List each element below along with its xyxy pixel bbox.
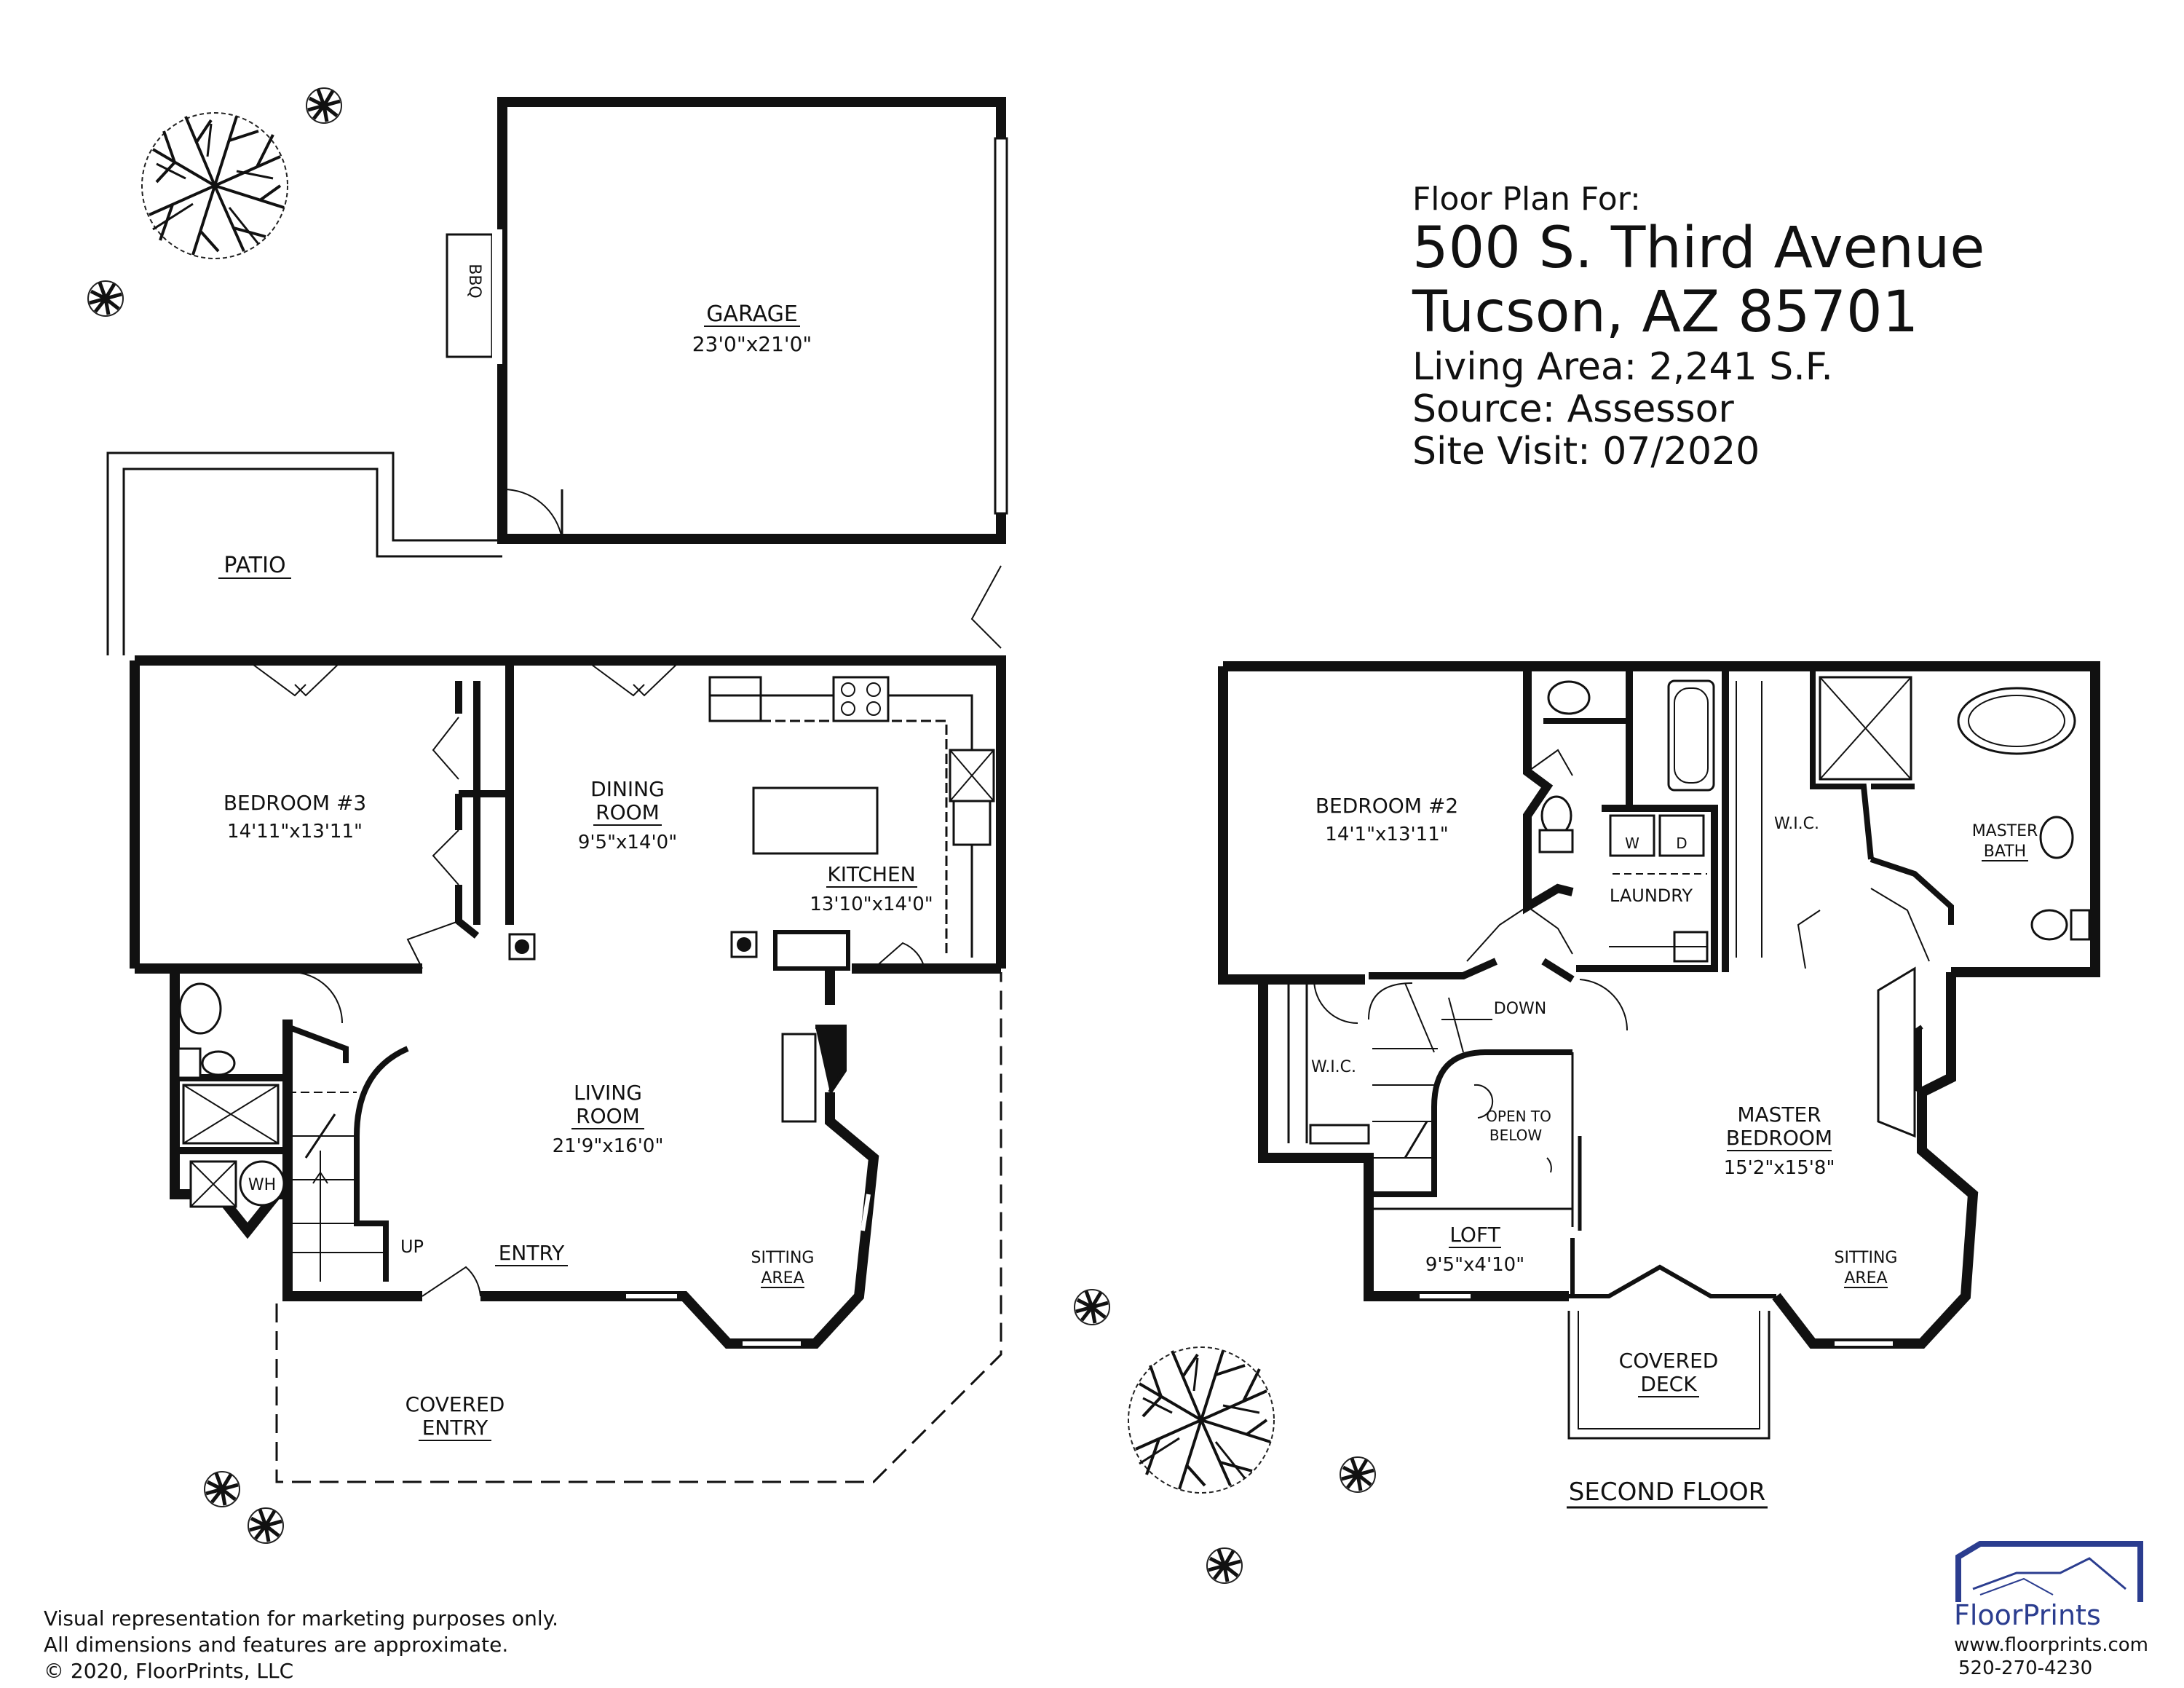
shrub-icon bbox=[205, 1472, 240, 1507]
bbq-label: BBQ bbox=[465, 264, 483, 299]
sitting-area-label-1: SITTING bbox=[751, 1249, 815, 1267]
living-label-2: ROOM bbox=[576, 1104, 640, 1128]
washer-label: W bbox=[1625, 835, 1639, 852]
disclaimer-line-2: All dimensions and features are approxim… bbox=[44, 1633, 509, 1657]
master-bedroom-label-2: BEDROOM bbox=[1726, 1126, 1832, 1150]
second-floor-label: SECOND FLOOR bbox=[1569, 1478, 1765, 1507]
garage-dims: 23'0"x21'0" bbox=[692, 332, 812, 356]
second-floor: BEDROOM #2 14'1"x13'11" W D LAUNDRY W.I.… bbox=[1218, 661, 2100, 1509]
brand-name: FloorPrints bbox=[1954, 1599, 2101, 1631]
header-intro: Floor Plan For: bbox=[1412, 181, 1641, 218]
covered-entry-label-1: COVERED bbox=[405, 1392, 505, 1416]
dryer-label: D bbox=[1676, 835, 1687, 852]
loft-label: LOFT bbox=[1449, 1223, 1500, 1247]
dining-label-1: DINING bbox=[590, 777, 665, 801]
tree-icon bbox=[1127, 1346, 1275, 1494]
open-below-label-2: BELOW bbox=[1489, 1127, 1543, 1144]
dining-dims: 9'5"x14'0" bbox=[578, 832, 677, 853]
covered-entry-label-2: ENTRY bbox=[422, 1416, 488, 1440]
second-floor-walls bbox=[1218, 661, 2100, 1349]
living-label-1: LIVING bbox=[574, 1081, 642, 1105]
laundry-label: LAUNDRY bbox=[1610, 886, 1693, 906]
sitting-area-label-2: AREA bbox=[761, 1269, 804, 1287]
address-line-1: 500 S. Third Avenue bbox=[1412, 216, 1985, 281]
shrub-icon bbox=[88, 281, 123, 316]
shrub-icon bbox=[248, 1508, 283, 1543]
patio-label: PATIO bbox=[223, 553, 285, 578]
garage bbox=[446, 97, 1008, 544]
wic-left-label: W.I.C. bbox=[1311, 1058, 1356, 1076]
entry-label: ENTRY bbox=[499, 1241, 565, 1265]
covered-deck-outline bbox=[1567, 1311, 1770, 1440]
bedroom2-label: BEDROOM #2 bbox=[1315, 794, 1458, 818]
garage-label: GARAGE bbox=[706, 301, 798, 327]
living-area: Living Area: 2,241 S.F. bbox=[1412, 345, 1833, 389]
living-dims: 21'9"x16'0" bbox=[553, 1135, 664, 1157]
covered-entry-outline bbox=[275, 972, 1002, 1483]
first-floor-walls bbox=[130, 655, 1006, 1349]
copyright: © 2020, FloorPrints, LLC bbox=[44, 1659, 294, 1683]
brand-phone: 520-270-4230 bbox=[1958, 1657, 2093, 1679]
bbq-grill bbox=[446, 233, 494, 358]
loft-dims: 9'5"x4'10" bbox=[1425, 1254, 1524, 1276]
stair-down-label: DOWN bbox=[1494, 1000, 1546, 1018]
house-logo-icon bbox=[1955, 1541, 2143, 1602]
master-bedroom-label-1: MASTER bbox=[1737, 1103, 1821, 1127]
kitchen-label: KITCHEN bbox=[827, 862, 915, 886]
kitchen-dims: 13'10"x14'0" bbox=[810, 894, 933, 915]
shrub-icon bbox=[306, 88, 341, 123]
source: Source: Assessor bbox=[1412, 387, 1734, 431]
shrub-icon bbox=[1340, 1457, 1375, 1492]
bedroom3-label: BEDROOM #3 bbox=[223, 791, 366, 815]
master-bath-label-2: BATH bbox=[1984, 843, 2026, 861]
address-line-2: Tucson, AZ 85701 bbox=[1412, 280, 1919, 345]
first-floor: GARAGE 23'0"x21'0" BBQ PATIO BEDROOM #3 … bbox=[106, 97, 1008, 1483]
water-heater-icon bbox=[239, 1160, 285, 1207]
site-visit: Site Visit: 07/2020 bbox=[1412, 430, 1760, 473]
stair-up-label: UP bbox=[400, 1237, 424, 1257]
disclaimer-line-1: Visual representation for marketing purp… bbox=[44, 1606, 559, 1630]
sitting-area-2-label-2: AREA bbox=[1844, 1269, 1887, 1287]
shrub-icon bbox=[1075, 1290, 1109, 1325]
open-below-label-1: OPEN TO bbox=[1486, 1108, 1551, 1125]
master-bedroom-dims: 15'2"x15'8" bbox=[1724, 1157, 1835, 1179]
covered-deck-label-1: COVERED bbox=[1619, 1349, 1719, 1373]
covered-deck-label-2: DECK bbox=[1640, 1372, 1697, 1396]
master-bath-label-1: MASTER bbox=[1972, 822, 2038, 840]
water-heater-label: WH bbox=[248, 1176, 276, 1194]
second-floor-interior bbox=[1287, 666, 2091, 1346]
kitchen-island bbox=[752, 786, 879, 855]
first-floor-interior bbox=[175, 660, 995, 1346]
wic-right-label: W.I.C. bbox=[1774, 815, 1819, 833]
tree-icon bbox=[141, 111, 289, 260]
patio-outline bbox=[106, 451, 502, 655]
shrub-icon bbox=[1207, 1548, 1242, 1583]
sitting-area-2-label-1: SITTING bbox=[1835, 1249, 1898, 1267]
dining-label-2: ROOM bbox=[596, 800, 660, 824]
bedroom2-dims: 14'1"x13'11" bbox=[1325, 824, 1448, 845]
bedroom3-dims: 14'11"x13'11" bbox=[227, 821, 363, 843]
brand-website[interactable]: www.floorprints.com bbox=[1954, 1634, 2148, 1656]
